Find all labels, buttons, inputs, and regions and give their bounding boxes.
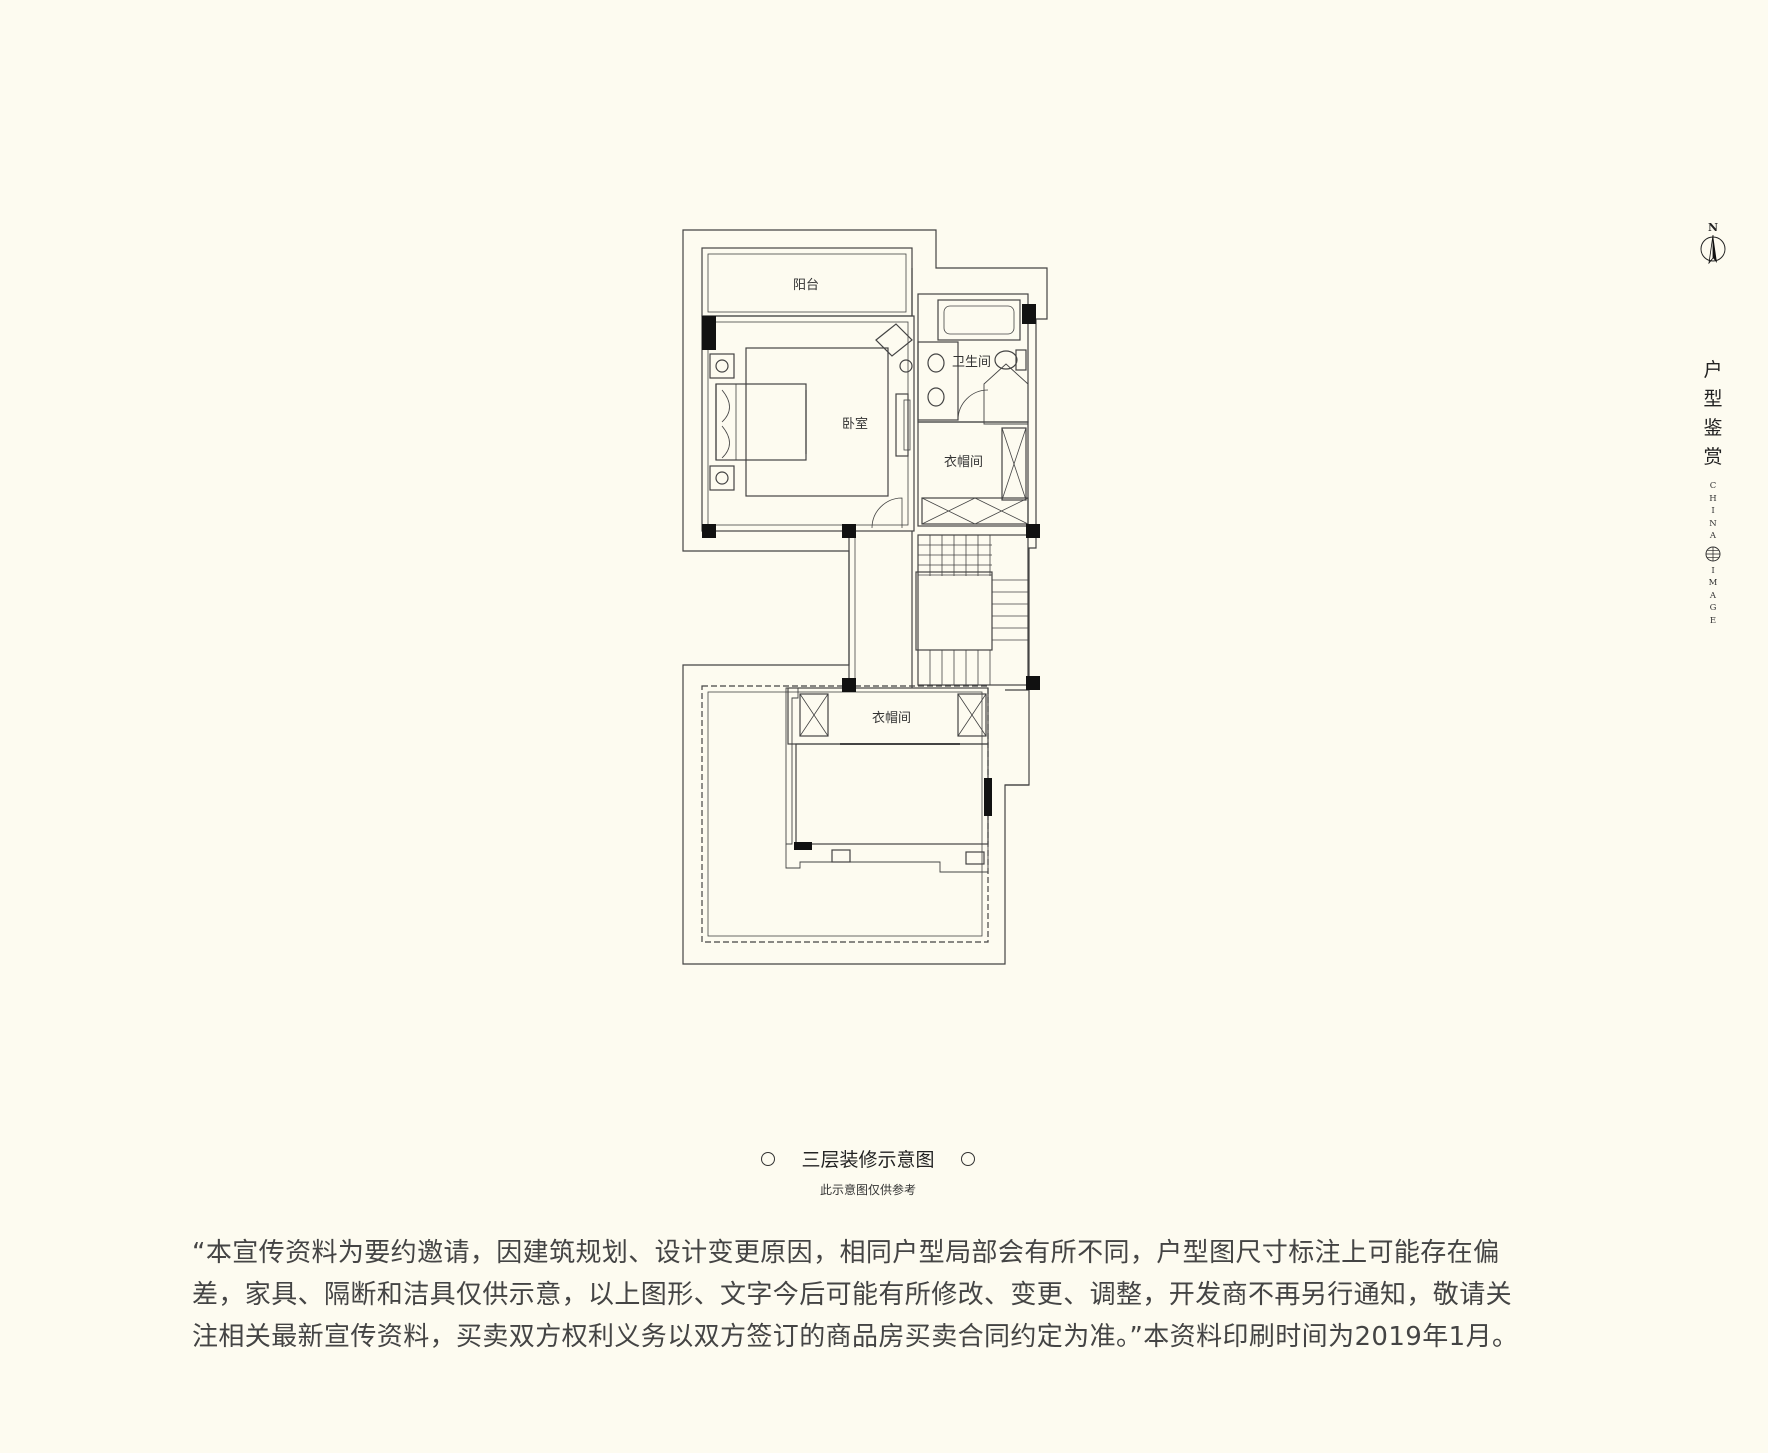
pillar [984,778,992,816]
brand-letter: E [1709,615,1717,626]
bed [745,347,889,497]
north-arrow-icon [1700,234,1726,264]
side-brand: N 户 型 鉴 赏 C H I N A I M A [1698,222,1728,627]
pillar [842,678,856,692]
brand-chinese: 户 型 鉴 赏 [1698,356,1728,472]
brand-char: 赏 [1703,446,1723,468]
brand-char: 型 [1703,388,1723,410]
disclaimer-text: “本宣传资料为要约邀请，因建筑规划、设计变更原因，相同户型局部会有所不同，户型图… [192,1238,1519,1352]
brand-letter: I [1711,506,1715,516]
brand-letter: I [1711,565,1715,576]
caption: 三层装修示意图 此示意图仅供参考 [0,1145,1736,1198]
pillar [794,842,812,850]
globe-icon [1705,546,1721,561]
bedroom-outline [701,315,915,532]
pillar [842,524,856,538]
brand-letter: A [1709,531,1717,541]
staircase [917,534,1029,686]
brand-letter: C [1709,481,1717,491]
brand-letter: G [1709,603,1717,613]
caption-subtitle: 此示意图仅供参考 [819,1183,916,1197]
caption-title-row: 三层装修示意图 [761,1145,975,1172]
brand-char: 鉴 [1703,417,1723,439]
brand-letter: A [1709,590,1717,601]
pillar [702,316,716,350]
circle-icon [960,1151,975,1166]
caption-title: 三层装修示意图 [801,1149,935,1171]
lower-room-outline [795,743,989,845]
closet-upper-outline [917,421,1029,527]
terrace-outline [701,685,989,943]
floor-plan: 阳台 卫生间 卧室 衣帽间 衣帽间 [682,229,1048,965]
room-label-closet-upper: 衣帽间 [944,454,983,470]
brand-english-bottom: I M A G E [1698,565,1728,628]
room-label-closet-lower: 衣帽间 [872,710,911,726]
brand-char: 户 [1703,359,1723,381]
pillar [1022,304,1036,324]
brand-english-top: C H I N A [1698,480,1728,543]
brand-letter: N [1709,518,1717,529]
brand-letter: M [1708,578,1718,588]
north-label: N [1707,221,1719,234]
room-label-bedroom: 卧室 [842,416,868,432]
pillar [1026,524,1040,538]
circle-icon [761,1151,776,1166]
room-label-balcony: 阳台 [793,278,819,293]
pillar [702,524,716,538]
pillar [1026,676,1040,690]
brand-letter: H [1709,493,1717,504]
room-label-bathroom: 卫生间 [952,355,991,370]
